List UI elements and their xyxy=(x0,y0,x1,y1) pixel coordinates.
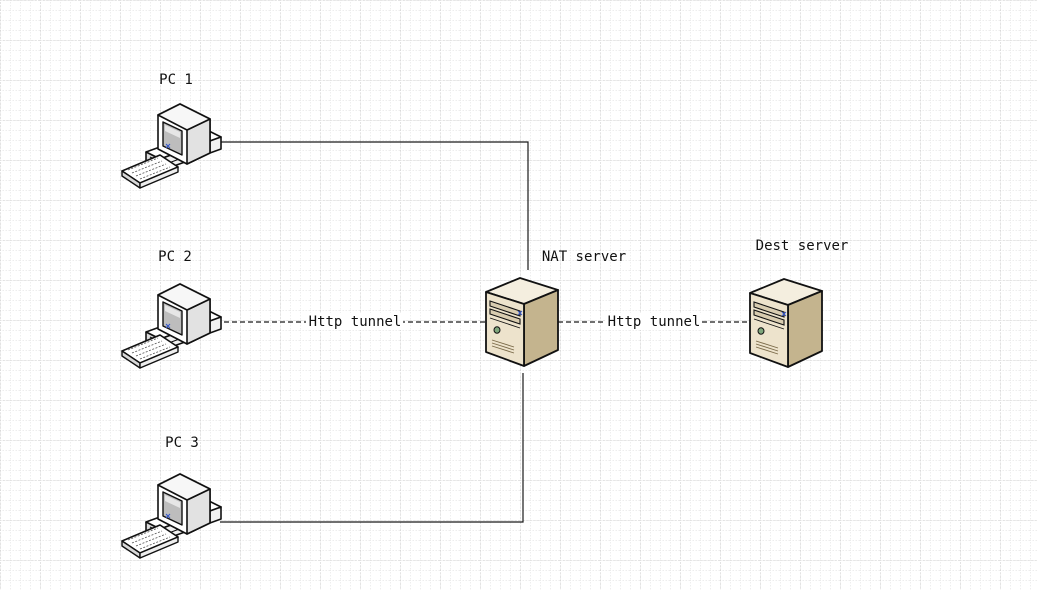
node-nat-server[interactable]: NAT server xyxy=(484,249,626,368)
tower-server-icon xyxy=(749,278,823,368)
node-label-dest-server: Dest server xyxy=(756,238,849,254)
node-label-nat-server: NAT server xyxy=(542,249,626,265)
node-dest-server[interactable]: Dest server xyxy=(749,238,849,368)
node-pc3[interactable]: PC 3 xyxy=(121,435,222,559)
node-pc1[interactable]: PC 1 xyxy=(121,72,222,189)
tower-server-icon xyxy=(484,276,560,368)
edge-label-pc2-nat: Http tunnel xyxy=(309,314,402,330)
edge-label-nat-dest: Http tunnel xyxy=(608,314,701,330)
node-label-pc1: PC 1 xyxy=(159,72,193,88)
connector-pc1-nat xyxy=(220,141,529,270)
node-label-pc2: PC 2 xyxy=(158,249,192,265)
connector-pc3-nat xyxy=(220,373,524,523)
node-label-pc3: PC 3 xyxy=(165,435,199,451)
node-pc2[interactable]: PC 2 xyxy=(121,249,222,369)
